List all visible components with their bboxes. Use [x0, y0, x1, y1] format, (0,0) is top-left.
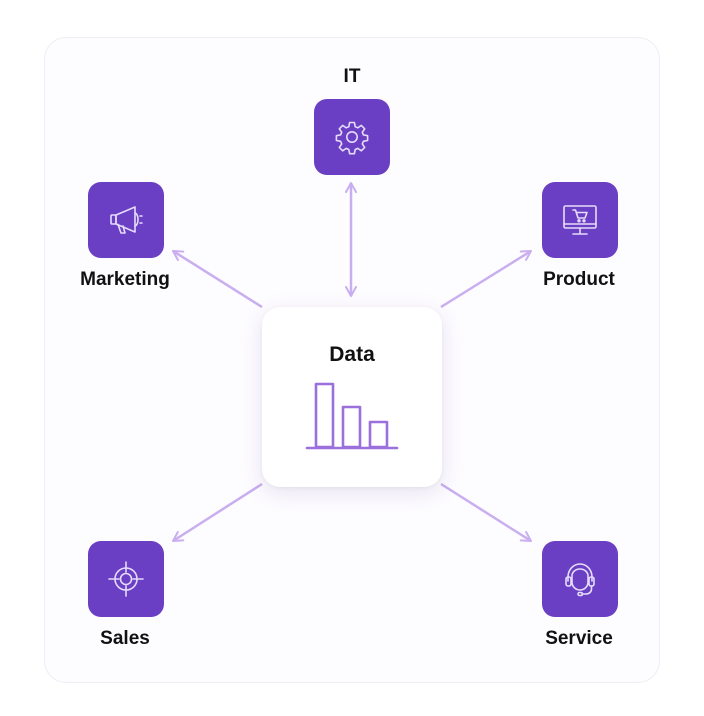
headset-icon: [565, 563, 595, 597]
node-tile-sales: [88, 541, 164, 617]
megaphone-icon: [110, 206, 143, 234]
node-label-it: IT: [343, 66, 361, 87]
target-icon: [108, 561, 144, 597]
monitor-cart-icon: [563, 205, 597, 235]
node-label-product: Product: [543, 269, 615, 290]
node-label-marketing: Marketing: [80, 269, 170, 290]
node-tile-marketing: [88, 182, 164, 258]
node-tile-it: [314, 99, 390, 175]
node-label-service: Service: [545, 628, 613, 649]
node-label-sales: Sales: [100, 628, 150, 649]
bar-chart-icon: [305, 382, 399, 450]
data-hub-card: Data: [262, 307, 442, 487]
gear-icon: [335, 121, 369, 155]
node-tile-product: [542, 182, 618, 258]
node-tile-service: [542, 541, 618, 617]
data-hub-title: Data: [329, 343, 375, 366]
